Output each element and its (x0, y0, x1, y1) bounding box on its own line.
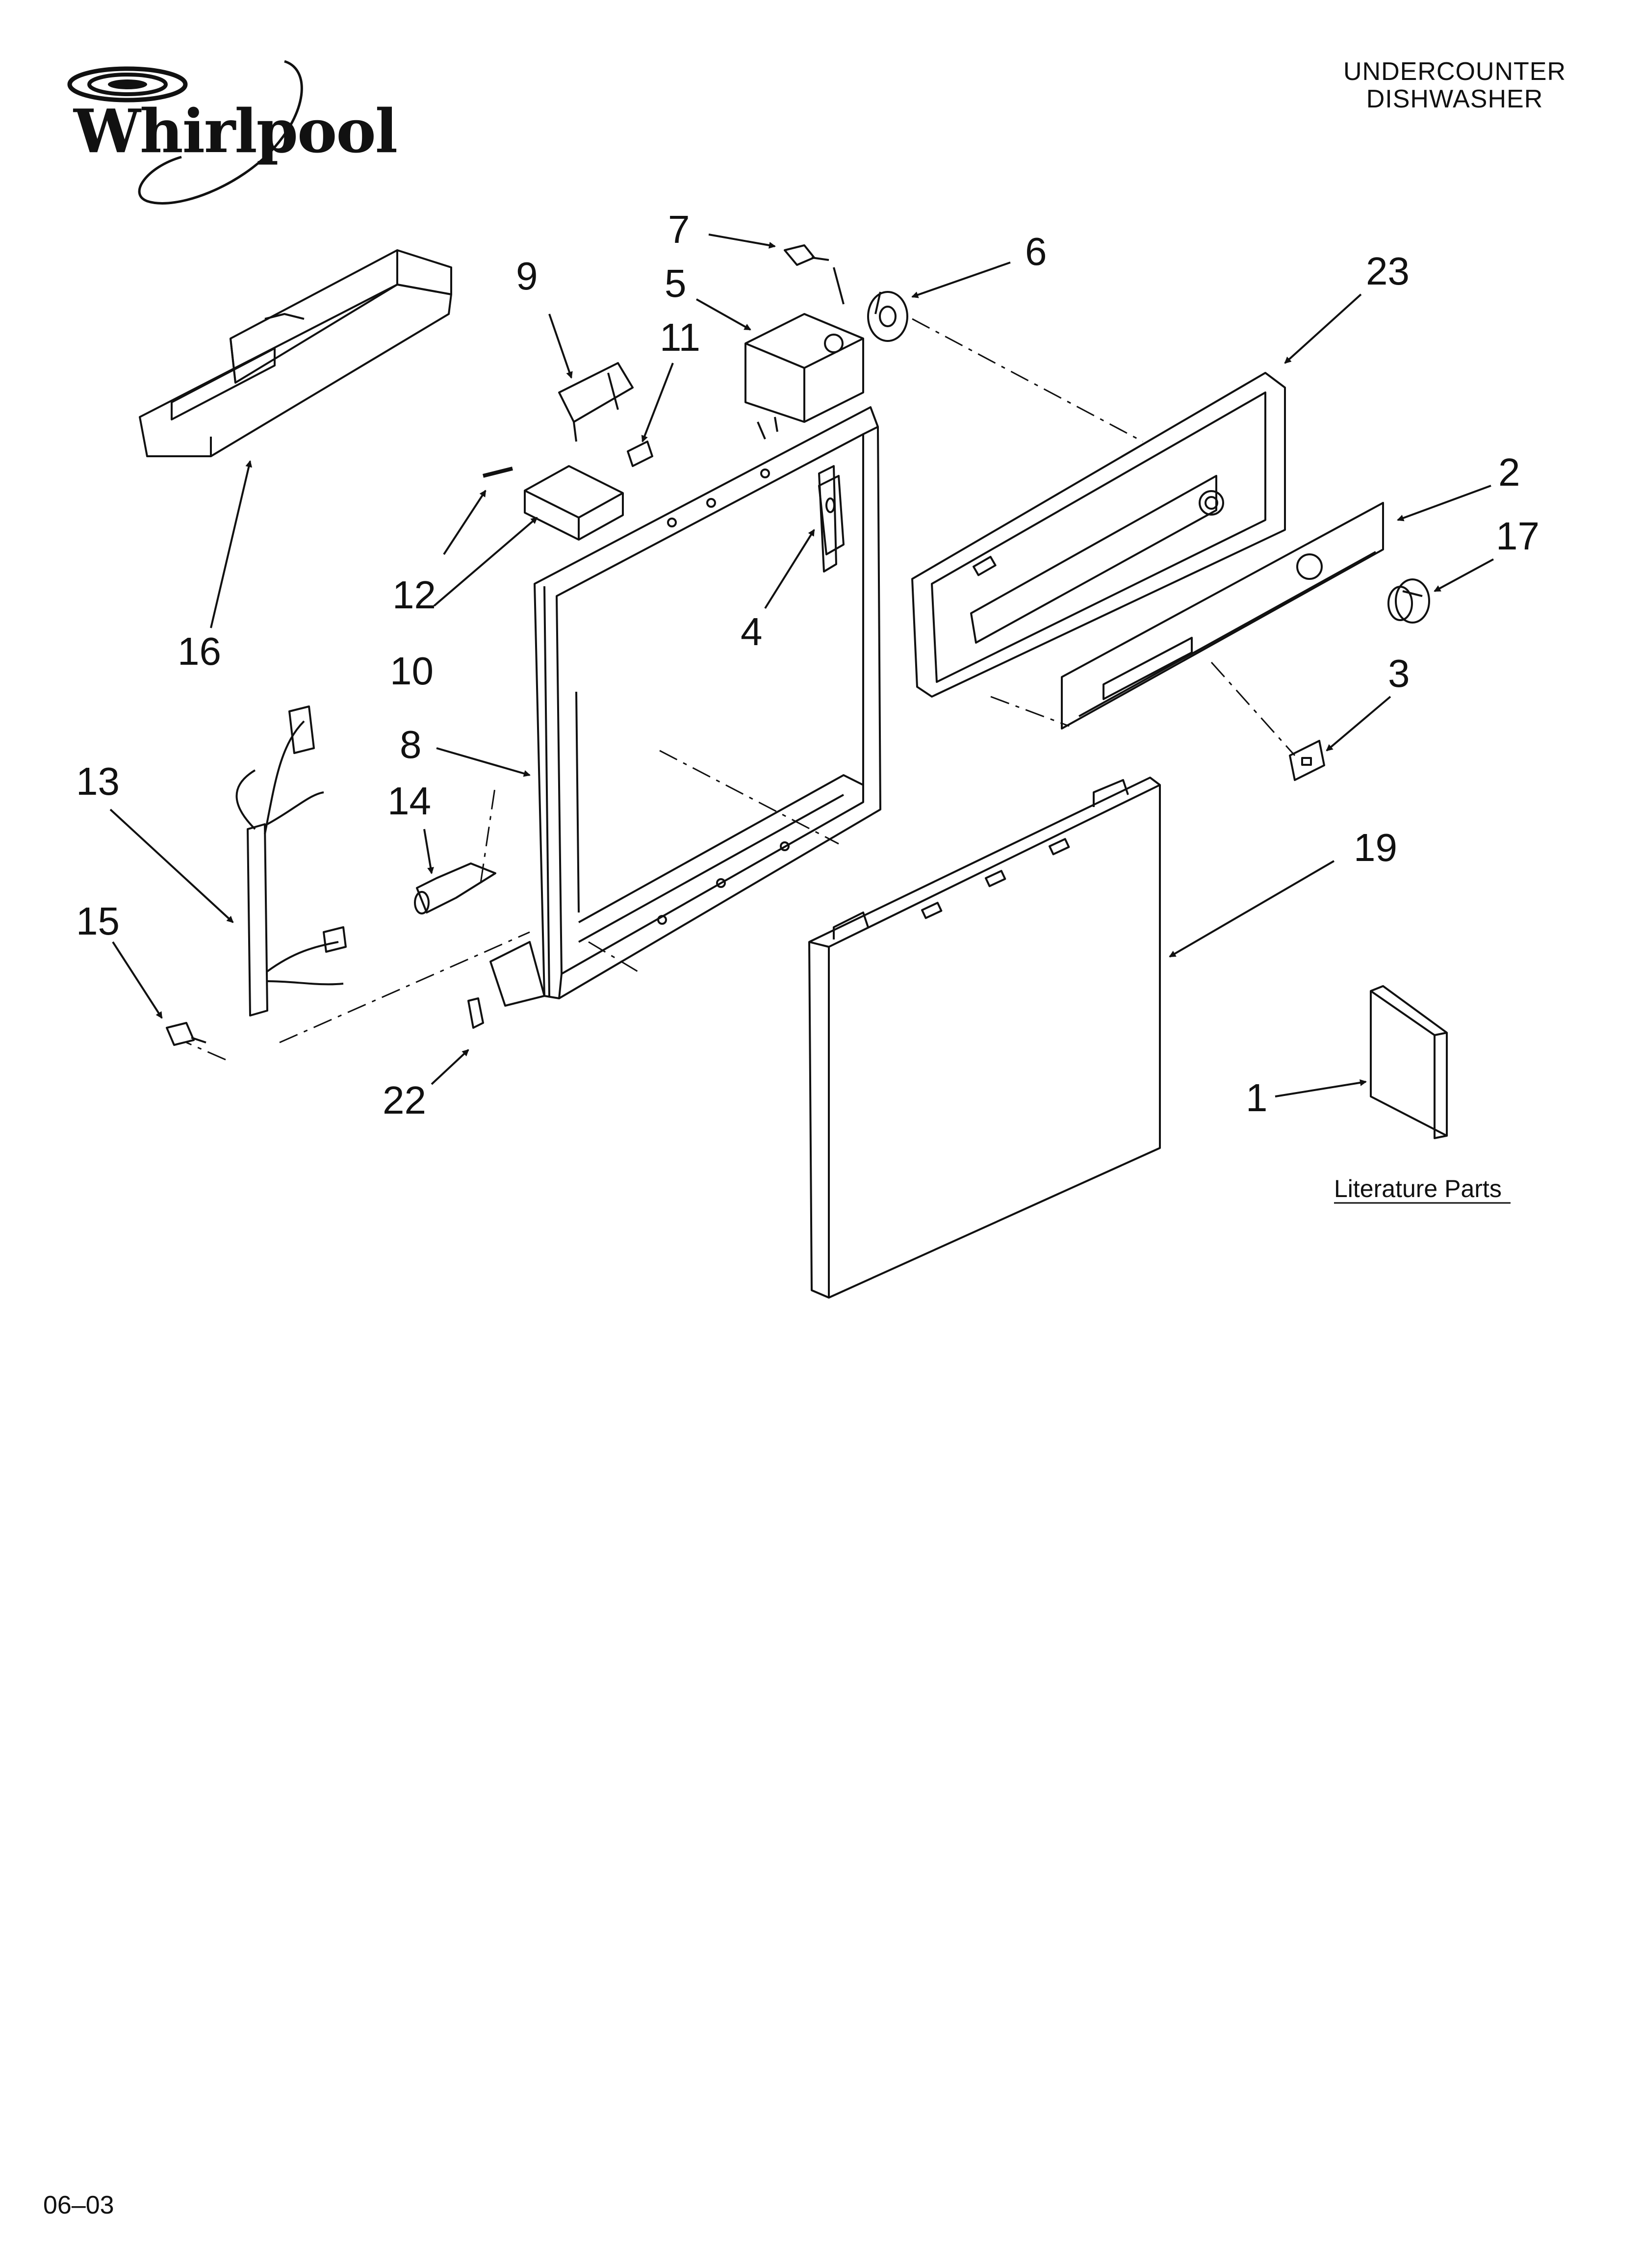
callout-12: 12 (392, 573, 436, 617)
part-22-clip (467, 997, 484, 1029)
callout-10: 10 (390, 649, 434, 693)
part-8-door-frame (489, 406, 881, 1007)
title-line-1: UNDERCOUNTER (1343, 57, 1566, 86)
callout-3: 3 (1388, 652, 1410, 695)
part-7-screw (784, 244, 845, 305)
callout-7: 7 (668, 208, 690, 251)
callout-4: 4 (741, 610, 763, 653)
whirlpool-swirl-icon (67, 60, 303, 205)
callout-22: 22 (383, 1078, 426, 1122)
literature-parts-label: Literature Parts (1334, 1175, 1502, 1202)
logo-wordmark: Whirlpool (74, 96, 398, 166)
part-23-control-panel (911, 372, 1286, 698)
date-code: 06–03 (43, 2191, 114, 2219)
callout-14: 14 (387, 779, 431, 823)
callout-6: 6 (1025, 230, 1047, 273)
part-19-door-panel (808, 777, 1161, 1299)
page-title: UNDERCOUNTER DISHWASHER (1343, 58, 1566, 113)
part-2-console-overlay (1061, 502, 1384, 730)
part-11-switch (627, 441, 653, 467)
callout-16: 16 (178, 629, 221, 673)
part-10-latch-housing (524, 465, 624, 541)
callout-8: 8 (400, 723, 422, 766)
callout-5: 5 (665, 261, 687, 305)
callout-2: 2 (1498, 450, 1520, 494)
callout-9: 9 (516, 254, 538, 298)
part-3-clip (1289, 740, 1325, 781)
callout-19: 19 (1354, 826, 1397, 869)
part-4-hinge-bracket (818, 475, 845, 555)
whirlpool-logo: Whirlpool (54, 54, 398, 211)
callout-1: 1 (1246, 1076, 1268, 1120)
callout-23: 23 (1366, 249, 1410, 293)
callout-11: 11 (660, 315, 700, 359)
callout-13: 13 (76, 759, 120, 803)
part-14-sensor (414, 862, 496, 914)
part-12-strip (483, 467, 513, 478)
callout-17: 17 (1496, 514, 1539, 558)
part-6-gear (867, 291, 908, 342)
callout-15: 15 (76, 899, 120, 943)
part-1-literature (1370, 985, 1448, 1139)
part-17-knob (1387, 578, 1430, 624)
title-line-2: DISHWASHER (1366, 85, 1543, 113)
part-9-latch (558, 362, 634, 442)
part-15-screw (166, 1022, 206, 1046)
part-13-wire-harness (235, 705, 347, 1017)
part-5-controller (744, 313, 864, 440)
part-16-console-housing (139, 249, 452, 457)
